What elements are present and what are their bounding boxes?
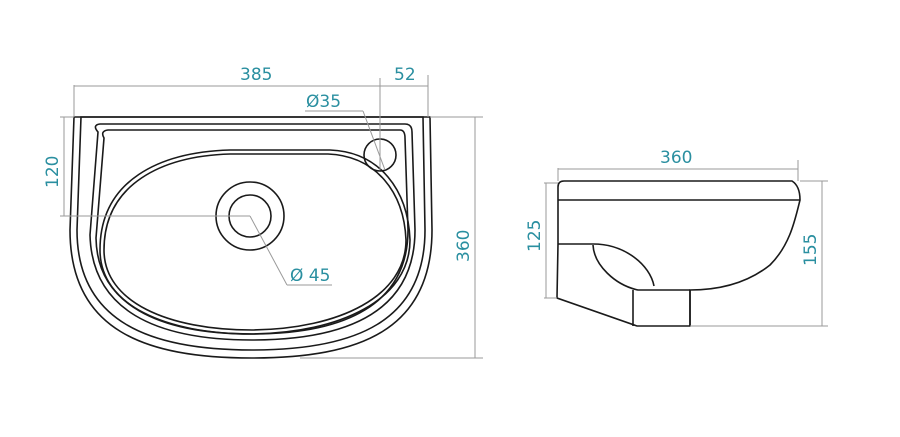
deck-outer bbox=[89, 123, 416, 341]
side-profile bbox=[556, 180, 801, 327]
dim-total-height: 155 bbox=[801, 234, 821, 266]
dim-tap-hole-diameter: Ø35 bbox=[306, 92, 341, 112]
side-view bbox=[556, 180, 801, 327]
outer-rim bbox=[69, 116, 433, 359]
dim-tap-hole-offset: 52 bbox=[394, 65, 416, 85]
dim-bowl-height: 125 bbox=[525, 220, 545, 252]
side-bowl-curve bbox=[558, 243, 655, 287]
outer-rim-inner-line bbox=[76, 116, 426, 351]
dim-side-depth: 360 bbox=[660, 148, 692, 168]
dim-drain-offset: 120 bbox=[43, 156, 63, 188]
dim-overall-width: 385 bbox=[240, 65, 272, 85]
side-view-dimensions bbox=[544, 160, 828, 327]
bowl-inner bbox=[103, 153, 407, 331]
top-view-dimensions bbox=[60, 75, 483, 359]
top-view bbox=[69, 116, 433, 359]
deck-inner bbox=[95, 129, 409, 335]
bowl-outer bbox=[99, 149, 411, 335]
dim-drain-diameter: Ø 45 bbox=[290, 266, 330, 286]
side-bowl-inner-curve bbox=[592, 244, 690, 291]
dim-overall-depth: 360 bbox=[454, 230, 474, 262]
